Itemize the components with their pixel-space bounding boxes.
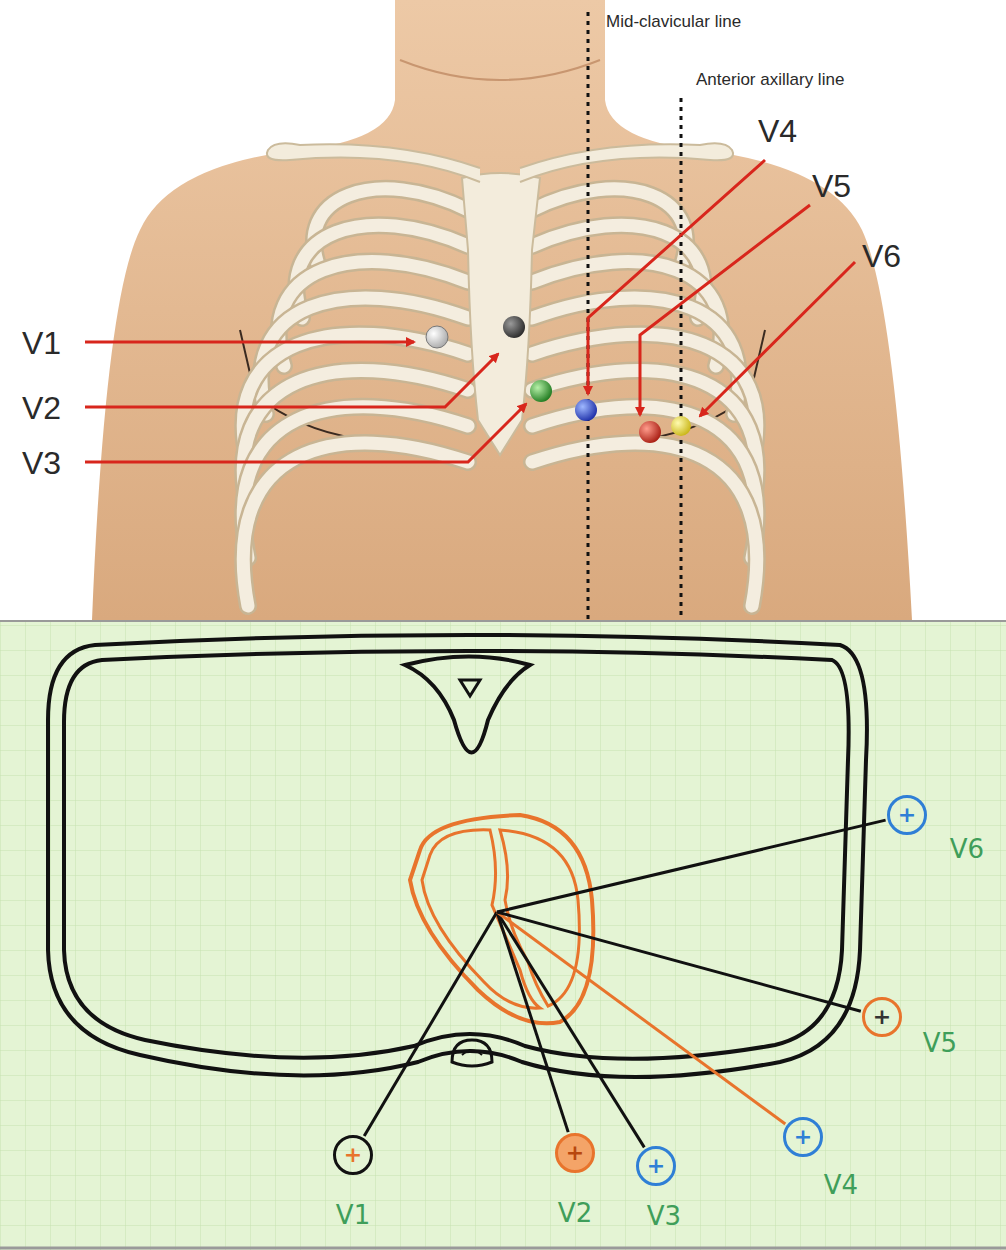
lead-label: V4 <box>758 113 797 150</box>
rib <box>532 443 757 606</box>
rib <box>532 443 757 606</box>
plus-sign: + <box>566 1142 584 1164</box>
rib <box>243 443 468 606</box>
lead-vector <box>364 912 497 1136</box>
electrode-circle: +V4 <box>783 1117 823 1157</box>
lead-name: V3 <box>647 1203 681 1229</box>
lead-vector <box>497 912 861 1011</box>
lead-vector <box>497 912 785 1124</box>
electrode-circle: +V6 <box>887 795 927 835</box>
lead-name: V2 <box>558 1200 592 1226</box>
rib <box>243 443 468 606</box>
lead-vector <box>497 820 886 912</box>
lead-label: V3 <box>22 445 61 482</box>
lead-label: V5 <box>812 168 851 205</box>
lead-name: V5 <box>923 1030 957 1056</box>
plus-sign: + <box>344 1144 362 1166</box>
electrode-circle: +V1 <box>333 1135 373 1175</box>
line-label: Mid-clavicular line <box>606 12 741 32</box>
plus-sign: + <box>794 1126 812 1148</box>
lead-name: V1 <box>336 1202 370 1228</box>
plus-sign: + <box>873 1006 891 1028</box>
line-label: Anterior axillary line <box>696 70 844 90</box>
electrode-circle: +V2 <box>555 1133 595 1173</box>
electrode-circle: +V5 <box>862 997 902 1037</box>
lead-name: V4 <box>824 1172 858 1198</box>
plus-sign: + <box>898 804 916 826</box>
lead-label: V6 <box>862 238 901 275</box>
lead-label: V2 <box>22 390 61 427</box>
lead-name: V6 <box>950 836 984 862</box>
electrode-circle: +V3 <box>636 1146 676 1186</box>
plus-sign: + <box>647 1155 665 1177</box>
lead-vector <box>497 912 568 1132</box>
lead-label: V1 <box>22 325 61 362</box>
